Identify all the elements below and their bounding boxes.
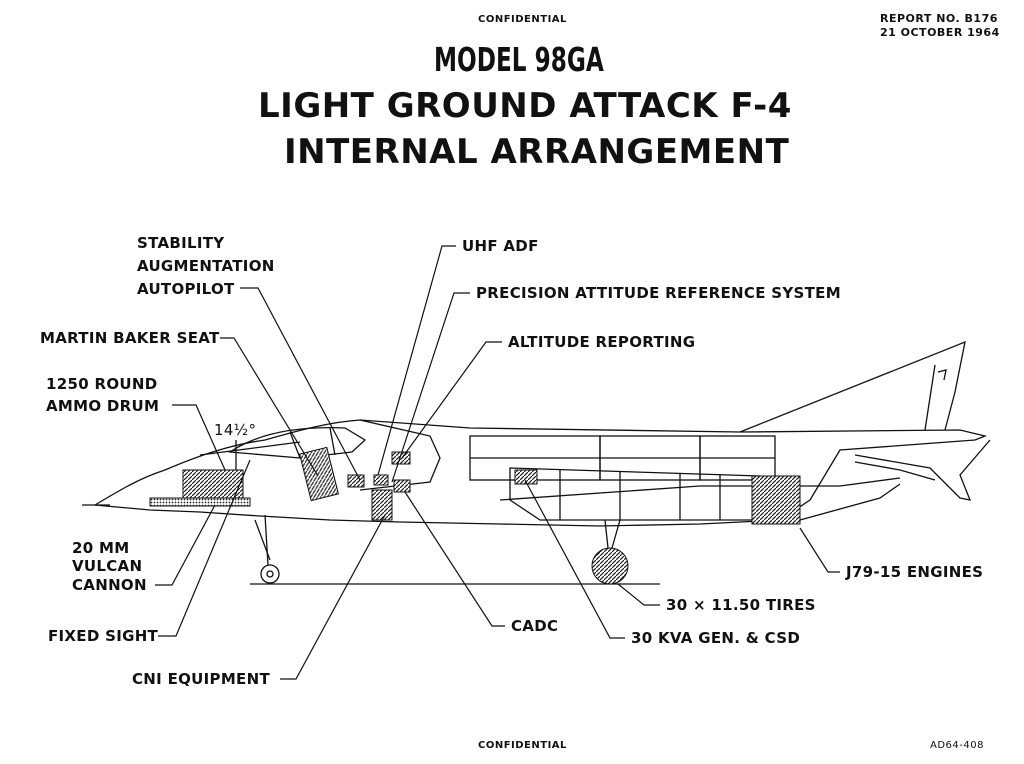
leader-altitude bbox=[401, 341, 502, 459]
label-gen-csd: 30 KVA GEN. & CSD bbox=[631, 629, 801, 647]
title-light-ground-attack: LIGHT GROUND ATTACK F-4 bbox=[258, 86, 792, 126]
main-tire-shape bbox=[591, 547, 629, 585]
cadc-shape bbox=[393, 479, 411, 493]
confidential-marking-top: CONFIDENTIAL bbox=[478, 14, 567, 25]
vertical-tail bbox=[739, 340, 966, 433]
leader-pars bbox=[391, 292, 470, 483]
vulcan-cannon-shape bbox=[149, 497, 251, 507]
label-cni-equipment: CNI EQUIPMENT bbox=[132, 670, 270, 688]
leader-vulcan bbox=[155, 504, 216, 586]
nose-landing-gear bbox=[254, 514, 280, 584]
stabilator bbox=[854, 439, 991, 501]
report-number: REPORT NO. B176 bbox=[880, 12, 998, 25]
stability-shape bbox=[347, 474, 365, 488]
leader-ammo bbox=[172, 404, 226, 471]
leader-gen bbox=[524, 479, 625, 639]
cni-equipment-shape bbox=[371, 489, 393, 521]
label-tires: 30 × 11.50 TIRES bbox=[666, 596, 816, 614]
leader-stability bbox=[240, 287, 361, 481]
canopy bbox=[228, 427, 367, 459]
label-fixed-sight: FIXED SIGHT bbox=[48, 627, 159, 645]
label-vulcan-1: 20 MM bbox=[72, 539, 130, 557]
label-angle: 14½° bbox=[214, 421, 257, 439]
label-stability-1: STABILITY bbox=[137, 234, 225, 252]
label-vulcan-2: VULCAN bbox=[72, 557, 143, 575]
altitude-reporting-shape bbox=[391, 451, 411, 465]
report-date: 21 OCTOBER 1964 bbox=[880, 26, 1000, 39]
label-martin-baker-seat: MARTIN BAKER SEAT bbox=[40, 329, 220, 347]
label-pars: PRECISION ATTITUDE REFERENCE SYSTEM bbox=[476, 284, 841, 302]
leader-engines bbox=[799, 527, 840, 573]
label-stability-3: AUTOPILOT bbox=[137, 280, 235, 298]
pars-shape bbox=[373, 474, 389, 486]
label-vulcan-3: CANNON bbox=[72, 576, 147, 594]
leader-fixed-sight bbox=[158, 459, 251, 637]
tail-antenna bbox=[937, 369, 947, 381]
leader-uhf bbox=[377, 245, 456, 476]
label-ammo-1: 1250 ROUND bbox=[46, 375, 158, 393]
label-cadc: CADC bbox=[511, 617, 559, 635]
leader-tires bbox=[617, 583, 660, 606]
leader-martin-baker bbox=[220, 337, 319, 477]
leader-cni bbox=[280, 514, 386, 680]
tail-rudder-line bbox=[924, 364, 936, 431]
label-uhf-adf: UHF ADF bbox=[462, 237, 539, 255]
title-model: MODEL 98GA bbox=[434, 40, 604, 79]
sight-line-angle bbox=[199, 441, 301, 456]
label-j79-engines: J79-15 ENGINES bbox=[846, 563, 984, 581]
gen-shape bbox=[514, 469, 538, 485]
ammo-drum-shape bbox=[182, 469, 244, 501]
confidential-marking-bottom: CONFIDENTIAL bbox=[478, 740, 567, 751]
main-landing-gear bbox=[604, 519, 621, 549]
title-internal-arrangement: INTERNAL ARRANGEMENT bbox=[284, 132, 790, 172]
leader-cadc bbox=[404, 491, 505, 627]
engine-body bbox=[509, 467, 761, 521]
label-stability-2: AUGMENTATION bbox=[137, 257, 275, 275]
drawing-number: AD64-408 bbox=[930, 740, 984, 751]
label-altitude-reporting: ALTITUDE REPORTING bbox=[508, 333, 696, 351]
label-ammo-2: AMMO DRUM bbox=[46, 397, 160, 415]
engine-exhaust-shape bbox=[751, 475, 801, 525]
